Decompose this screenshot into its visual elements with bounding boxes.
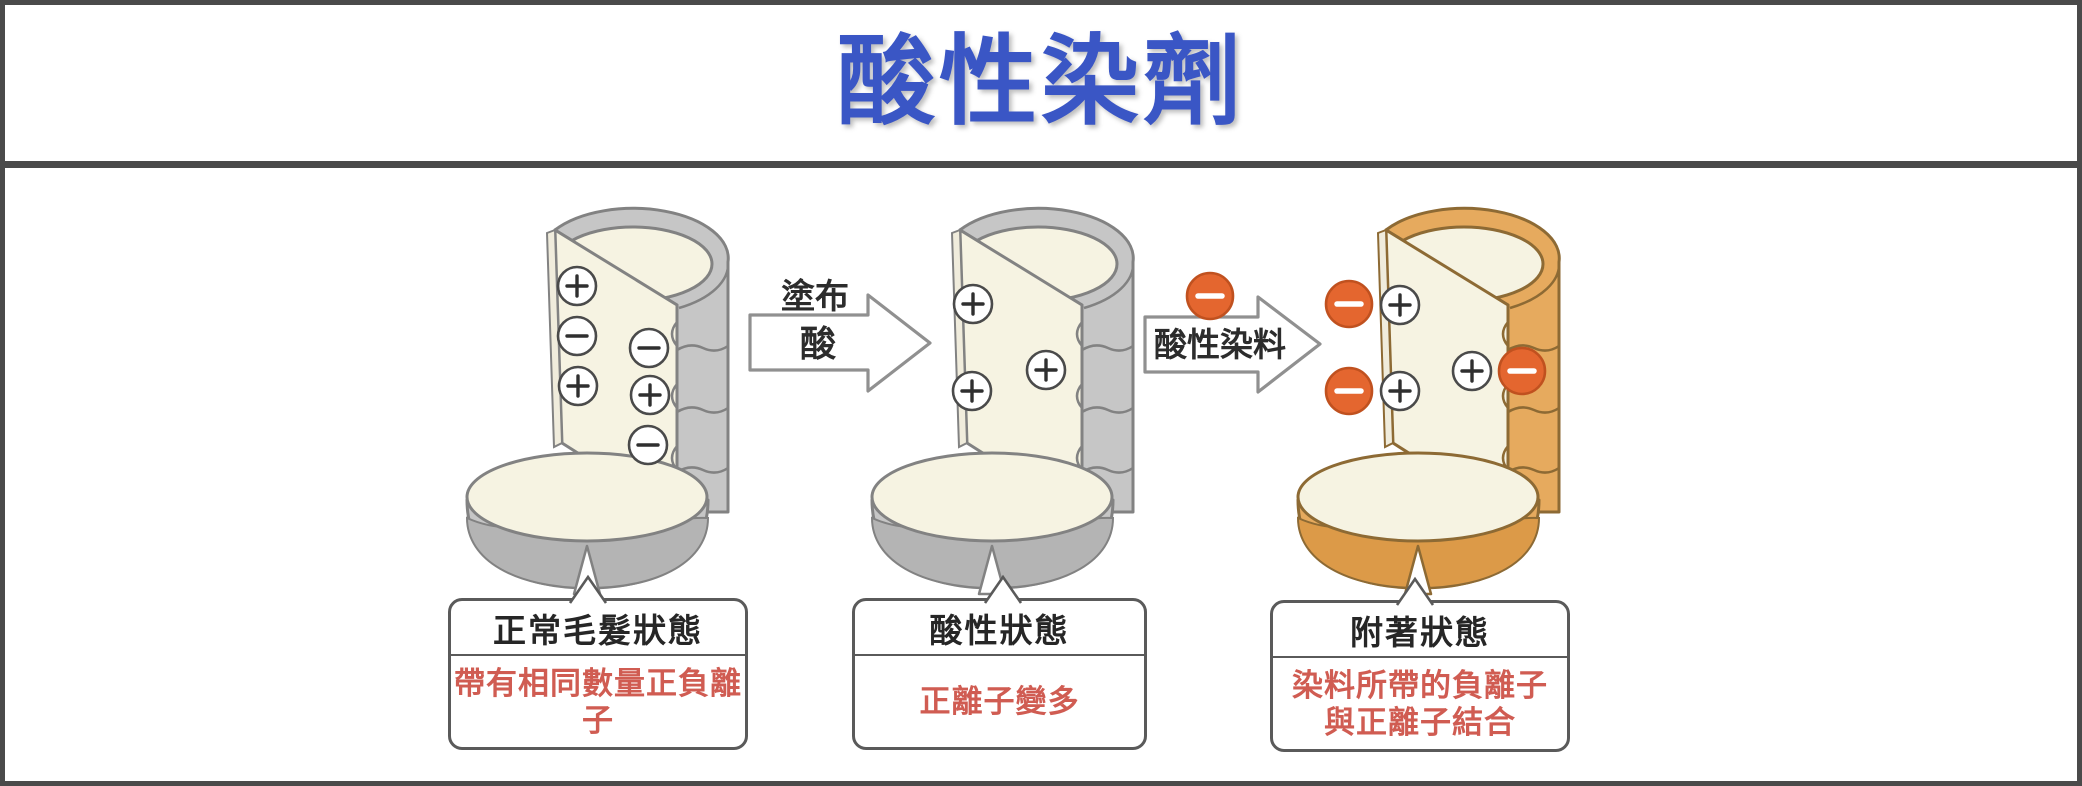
callout-tail	[1395, 576, 1435, 606]
positive-ion	[1379, 370, 1421, 412]
section-divider	[0, 161, 2082, 168]
negative-ion	[556, 315, 598, 357]
ion-group-attached	[1324, 279, 1547, 416]
title-bar: 酸性染劑	[0, 0, 2082, 161]
positive-ion	[952, 283, 994, 325]
diagram-content: 塗布 酸 酸性染料	[0, 168, 2082, 786]
callout-desc-line: 與正離子結合	[1324, 705, 1516, 740]
positive-ion	[1025, 349, 1067, 391]
callout-description: 正離子變多	[855, 657, 1144, 747]
ion-group-acidic	[951, 283, 1067, 412]
positive-ion	[1379, 284, 1421, 326]
callout-title: 酸性狀態	[855, 601, 1144, 656]
positive-ion	[557, 365, 599, 407]
negative-ion	[627, 424, 669, 466]
hair-cross-section-normal	[467, 208, 729, 595]
acid-dye-label: 酸性染料	[1154, 326, 1286, 363]
callout-normal: 正常毛髮狀態 帶有相同數量正負離子	[448, 574, 748, 750]
positive-ion	[556, 265, 598, 307]
positive-ion	[629, 374, 671, 416]
callout-title: 附著狀態	[1273, 603, 1567, 658]
callout-desc-line: 帶有相同數量正負離子	[454, 665, 742, 738]
dye-ion	[1185, 271, 1235, 321]
apply-acid-label: 酸	[800, 323, 836, 364]
callout-desc-line: 正離子變多	[919, 684, 1080, 720]
positive-ion	[1451, 350, 1493, 392]
positive-ion	[951, 370, 993, 412]
ion-group-normal	[556, 265, 671, 466]
dye-ion	[1497, 346, 1547, 396]
acid-dye-arrow: 酸性染料	[1143, 271, 1322, 394]
apply-acid-label-top: 塗布	[781, 277, 849, 316]
negative-ion	[628, 327, 670, 369]
page-title: 酸性染劑	[836, 25, 1245, 136]
callout-desc-line: 染料所帶的負離子	[1292, 667, 1548, 703]
dye-ion	[1324, 366, 1374, 416]
callout-tail	[983, 574, 1023, 604]
apply-acid-arrow: 塗布 酸	[748, 277, 932, 393]
hair-cross-section-acidic	[872, 208, 1134, 595]
callout-title: 正常毛髮狀態	[451, 601, 745, 656]
callout-description: 帶有相同數量正負離子	[451, 657, 745, 747]
callout-acidic: 酸性狀態 正離子變多	[852, 574, 1147, 750]
dye-ion	[1324, 279, 1374, 329]
callout-attached: 附著狀態 染料所帶的負離子 與正離子結合	[1270, 576, 1570, 752]
callout-tail	[568, 574, 608, 604]
hair-cross-section-attached	[1298, 208, 1560, 595]
callout-description: 染料所帶的負離子 與正離子結合	[1273, 659, 1567, 749]
